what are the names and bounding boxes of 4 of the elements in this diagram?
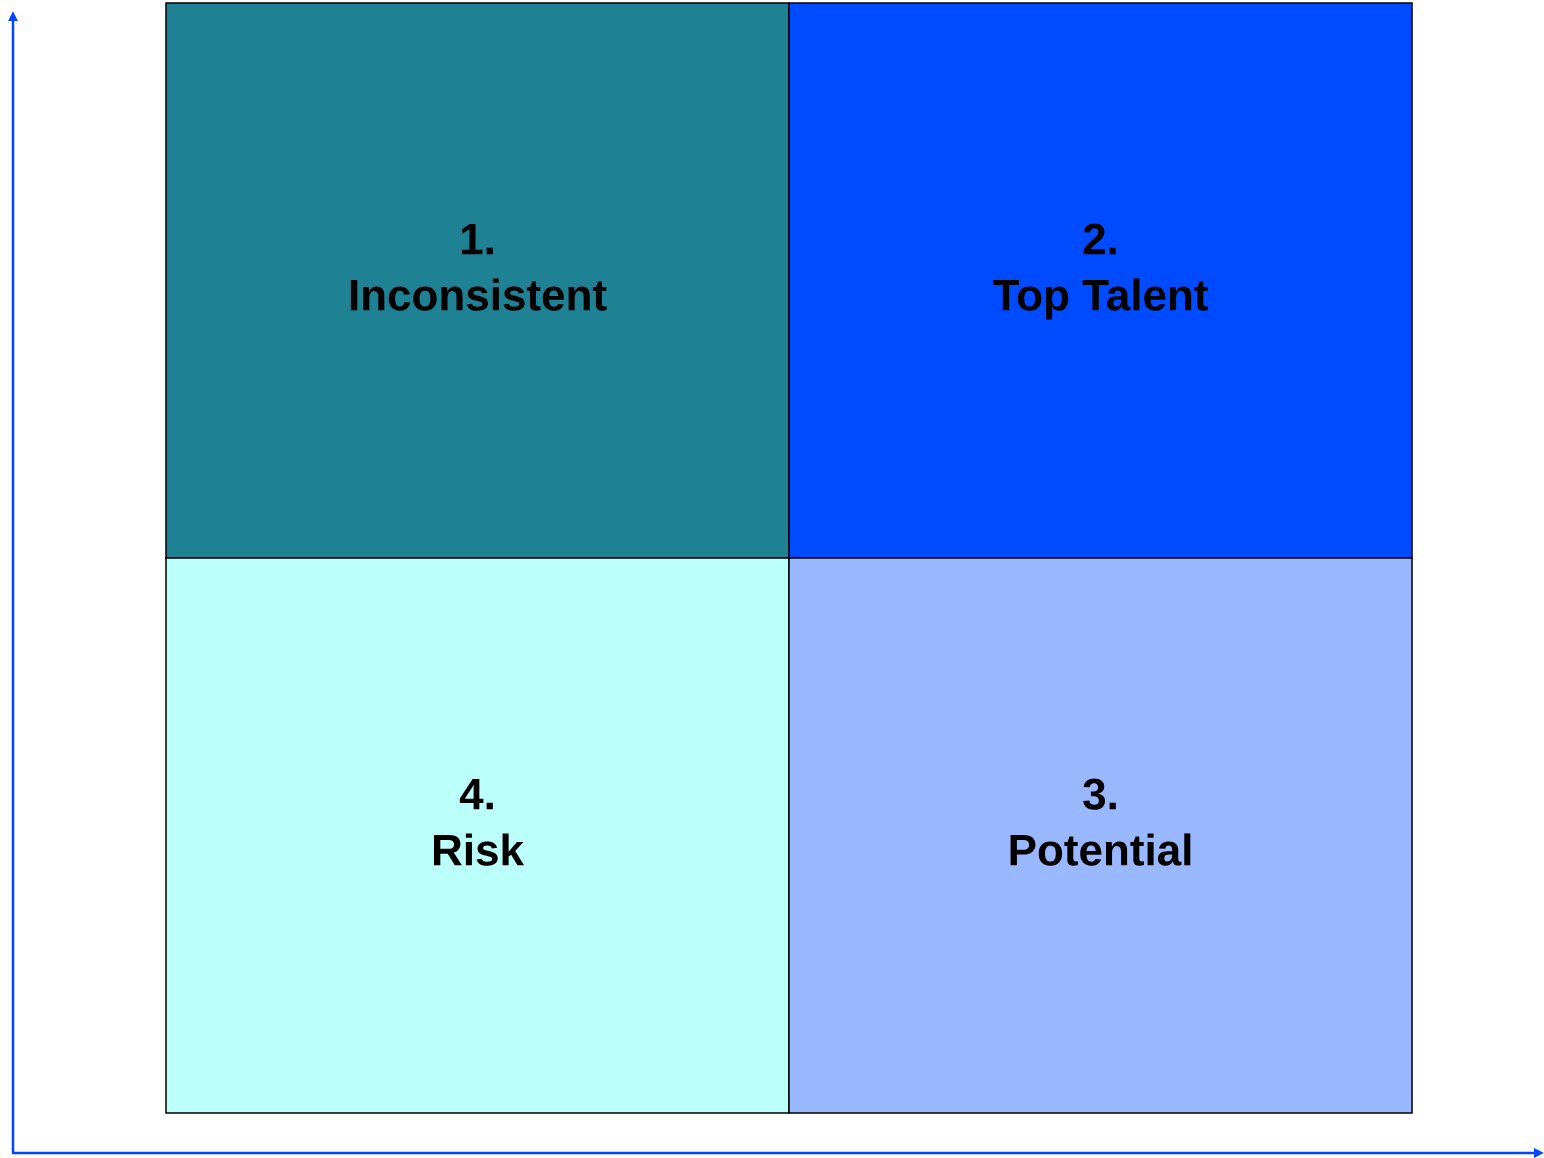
- quadrant-box: 1. Inconsistent: [165, 2, 790, 559]
- quadrant-box: 4. Risk: [165, 557, 790, 1114]
- quadrant-box: 2. Top Talent: [788, 2, 1413, 559]
- quadrant-box: 3. Potential: [788, 557, 1413, 1114]
